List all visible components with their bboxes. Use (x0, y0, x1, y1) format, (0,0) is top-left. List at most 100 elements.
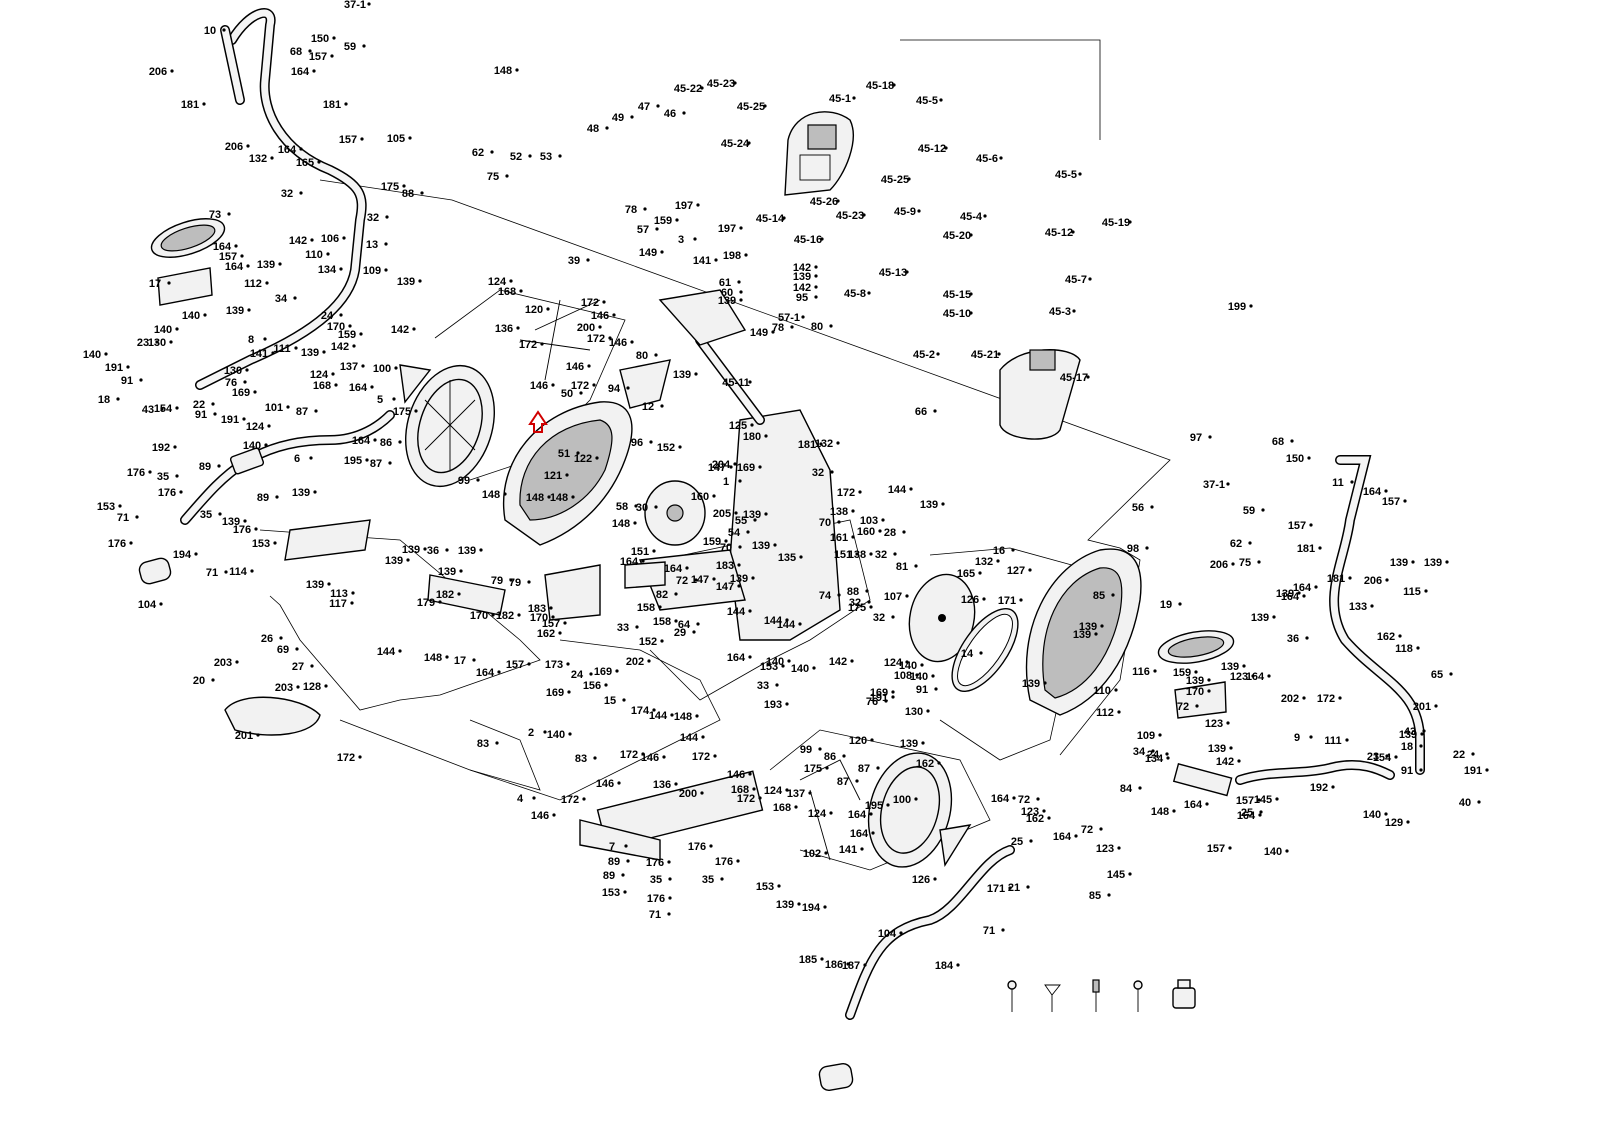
part-label: 130 (148, 337, 166, 349)
leader-dot (167, 281, 171, 285)
part-label: 169 (546, 687, 564, 699)
part-label: 118 (1395, 643, 1413, 655)
leader-dot (1086, 375, 1090, 379)
leader-dot (1302, 696, 1306, 700)
leader-dot (693, 237, 697, 241)
part-label: 24 (1147, 749, 1160, 761)
part-label: 159 (1173, 667, 1191, 679)
leader-dot (818, 747, 822, 751)
leader-dot (956, 963, 960, 967)
leader-dot (733, 81, 737, 85)
leader-dot (558, 154, 562, 158)
part-label: 185 (799, 954, 817, 966)
leader-dot (978, 571, 982, 575)
part-label: 102 (803, 848, 821, 860)
leader-dot (1420, 732, 1424, 736)
part-label: 106 (321, 233, 339, 245)
part-label: 70 (819, 517, 831, 529)
part-label: 76 (866, 696, 878, 708)
part-label: 81 (896, 561, 908, 573)
part-label: 169 (737, 462, 755, 474)
part-label: 57-1 (778, 312, 800, 324)
part-label: 187 (842, 960, 860, 972)
leader-dot (830, 470, 834, 474)
part-label: 139 (1221, 661, 1239, 673)
part-label: 162 (916, 758, 934, 770)
part-label: 170 (470, 610, 488, 622)
leader-dot (384, 268, 388, 272)
leader-dot (1403, 499, 1407, 503)
leader-dot (605, 126, 609, 130)
leader-dot (649, 440, 653, 444)
part-label: 144 (377, 646, 396, 658)
part-label: 45-9 (894, 206, 916, 218)
leader-dot (851, 509, 855, 513)
part-label: 59 (1243, 505, 1255, 517)
part-label: 135 (778, 552, 796, 564)
leader-dot (1290, 439, 1294, 443)
leader-dot (612, 313, 616, 317)
part-label: 111 (273, 343, 290, 355)
leader-dot (175, 474, 179, 478)
part-label: 150 (1286, 453, 1304, 465)
part-label: 160 (691, 491, 709, 503)
part-label: 45-7 (1065, 274, 1087, 286)
leader-dot (1434, 704, 1438, 708)
part-label: 24 (571, 669, 584, 681)
part-label: 24 (321, 310, 334, 322)
right-pedal (1157, 630, 1235, 719)
part-label: 127 (1007, 565, 1025, 577)
leader-dot (517, 613, 521, 617)
part-label: 148 (550, 492, 568, 504)
leader-dot (1384, 489, 1388, 493)
part-label: 72 (1081, 824, 1093, 836)
leader-dot (694, 372, 698, 376)
part-label: 91 (195, 409, 207, 421)
part-label: 164 (225, 261, 244, 273)
leader-dot (339, 313, 343, 317)
part-label: 164 (848, 809, 867, 821)
leader-dot (1001, 928, 1005, 932)
leader-dot (823, 905, 827, 909)
part-label: 175 (848, 602, 866, 614)
part-label: 146 (609, 337, 627, 349)
leader-dot (322, 350, 326, 354)
part-label: 30 (636, 502, 648, 514)
part-label: 136 (653, 779, 671, 791)
part-label: 186 (825, 959, 843, 971)
leader-dot (1028, 568, 1032, 572)
leader-dot (129, 541, 133, 545)
part-label: 195 (344, 455, 362, 467)
part-label: 140 (1264, 846, 1282, 858)
leader-dot (674, 592, 678, 596)
part-label: 35 (702, 874, 714, 886)
leader-dot (777, 884, 781, 888)
leader-dot (275, 495, 279, 499)
part-label: 149 (750, 327, 768, 339)
leader-dot (858, 490, 862, 494)
right-flywheel (867, 752, 972, 868)
part-label: 144 (680, 732, 699, 744)
part-label: 45-6 (976, 153, 998, 165)
leader-dot (814, 295, 818, 299)
leader-dot (615, 669, 619, 673)
leader-dot (660, 639, 664, 643)
part-label: 26 (261, 633, 273, 645)
leader-dot (891, 695, 895, 699)
part-label: 100 (893, 794, 911, 806)
leader-dot (412, 327, 416, 331)
part-label: 139 (257, 259, 275, 271)
part-label: 45-8 (844, 288, 866, 300)
part-label: 139 (730, 573, 748, 585)
part-label: 146 (641, 752, 659, 764)
leader-dot (820, 237, 824, 241)
part-label: 32 (849, 597, 861, 609)
leader-dot (814, 265, 818, 269)
leader-dot (1099, 827, 1103, 831)
part-label: 164 (991, 793, 1010, 805)
leader-dot (626, 859, 630, 863)
part-label: 114 (229, 566, 248, 578)
part-label: 124 (488, 276, 507, 288)
part-label: 172 (1317, 693, 1335, 705)
part-label: 206 (1364, 575, 1382, 587)
